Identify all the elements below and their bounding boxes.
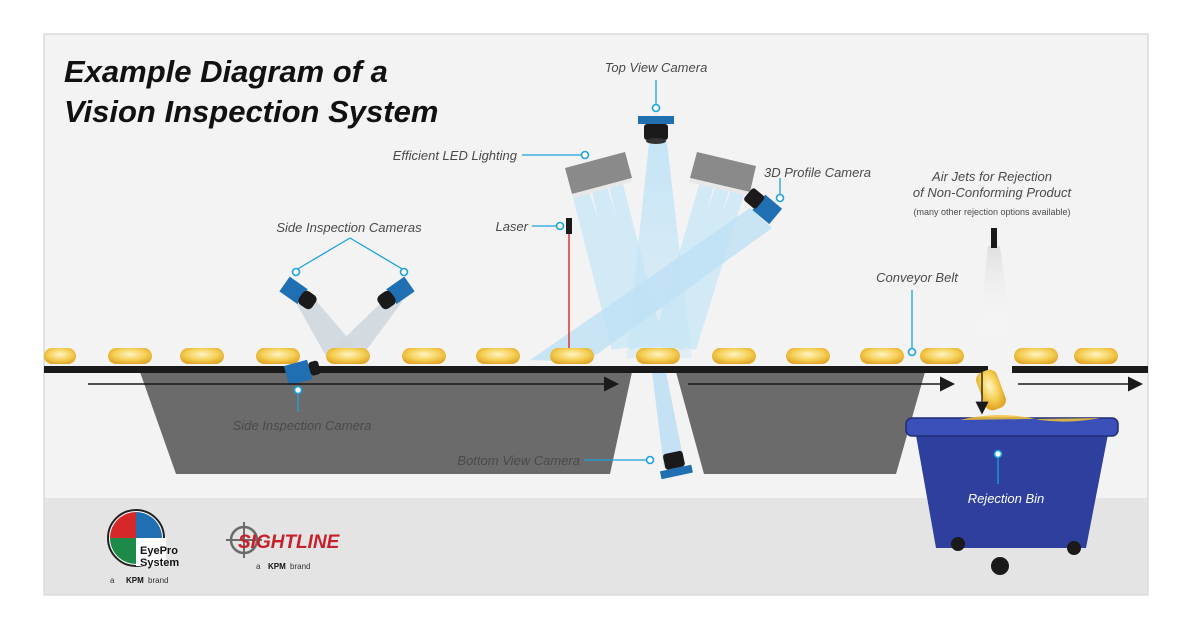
conveyor-belt-main — [44, 366, 988, 373]
bottom-view-camera — [659, 450, 693, 480]
product-item — [44, 348, 76, 364]
product-item — [326, 348, 370, 364]
label-side-inspection-camera: Side Inspection Camera — [233, 418, 372, 433]
collection-hopper-right — [676, 372, 925, 474]
bottom-camera-beam — [652, 372, 684, 468]
eyepro-logo: EyePro System a KPM brand — [107, 509, 179, 585]
side-camera-right — [377, 276, 415, 310]
top-view-camera — [638, 116, 674, 144]
air-jet-spray — [978, 246, 1012, 340]
side-camera-left — [279, 276, 317, 310]
product-item — [402, 348, 446, 364]
label-conveyor-belt: Conveyor Belt — [876, 270, 959, 285]
label-bottom-view-camera: Bottom View Camera — [457, 453, 580, 468]
product-item — [636, 348, 680, 364]
products-on-belt — [44, 348, 1118, 364]
sightline-logo: SIGHTLINE a KPM brand — [226, 522, 341, 571]
conveyor-belt-exit — [1012, 366, 1148, 373]
led-light-left — [565, 152, 632, 198]
profile-camera-beam — [530, 208, 772, 362]
label-air-jets-line-2: of Non-Conforming Product — [913, 185, 1073, 200]
sightline-wordmark: SIGHTLINE — [238, 532, 341, 553]
rejected-product — [976, 369, 1006, 411]
sightline-kpm: KPM — [268, 562, 286, 571]
eyepro-brand-prefix: a — [110, 576, 115, 585]
collection-hopper-left — [140, 372, 632, 474]
product-item — [920, 348, 964, 364]
product-item — [180, 348, 224, 364]
label-3d-profile-camera: 3D Profile Camera — [764, 165, 871, 180]
product-item — [256, 348, 300, 364]
label-rejection-bin: Rejection Bin — [968, 491, 1045, 506]
label-air-jets-line-1: Air Jets for Rejection — [931, 169, 1052, 184]
side-camera-beam-right — [328, 298, 402, 356]
eyepro-line-1: EyePro — [140, 545, 178, 557]
product-item — [786, 348, 830, 364]
callout-leaders — [291, 80, 1003, 484]
product-item — [550, 348, 594, 364]
led-light-right — [689, 152, 756, 196]
sightline-brand-suffix: brand — [290, 562, 310, 571]
product-item — [108, 348, 152, 364]
product-item — [712, 348, 756, 364]
label-side-inspection-cameras: Side Inspection Cameras — [276, 220, 422, 235]
eyepro-kpm: KPM — [126, 576, 144, 585]
product-item — [860, 348, 904, 364]
side-camera-below — [283, 359, 321, 386]
label-efficient-led-lighting: Efficient LED Lighting — [393, 148, 518, 163]
label-air-jets-note: (many other rejection options available) — [913, 207, 1070, 217]
profile-3d-camera — [744, 188, 783, 225]
product-item — [1074, 348, 1118, 364]
eyepro-brand-suffix: brand — [148, 576, 168, 585]
rejection-bin — [905, 415, 1119, 575]
sightline-brand-prefix: a — [256, 562, 261, 571]
product-item — [1014, 348, 1058, 364]
product-item — [476, 348, 520, 364]
title-line-1: Example Diagram of a — [64, 54, 388, 89]
title-line-2: Vision Inspection System — [64, 94, 438, 129]
label-laser: Laser — [495, 219, 528, 234]
eyepro-line-2: System — [140, 557, 179, 569]
label-top-view-camera: Top View Camera — [605, 60, 708, 75]
laser-device — [566, 218, 572, 234]
air-jet-nozzle — [991, 228, 997, 248]
